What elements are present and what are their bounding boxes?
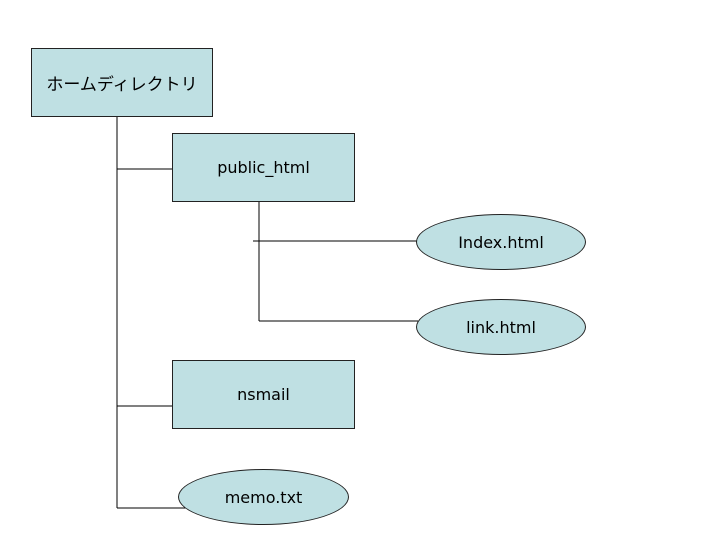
- folder-node-public-html: public_html: [172, 133, 355, 202]
- file-label-link-html: link.html: [466, 317, 536, 337]
- folder-node-nsmail: nsmail: [172, 360, 355, 429]
- file-label-memo-txt: memo.txt: [224, 487, 303, 507]
- file-node-link-html: link.html: [416, 299, 586, 355]
- folder-label-public-html: public_html: [217, 158, 310, 177]
- root-folder-label: ホームディレクトリ: [46, 75, 198, 95]
- folder-label-nsmail: nsmail: [237, 385, 290, 404]
- file-node-memo-txt: memo.txt: [178, 469, 349, 525]
- root-folder-node: ホームディレクトリ: [31, 48, 213, 117]
- file-label-index-html: Index.html: [458, 232, 544, 252]
- file-node-index-html: Index.html: [416, 214, 586, 270]
